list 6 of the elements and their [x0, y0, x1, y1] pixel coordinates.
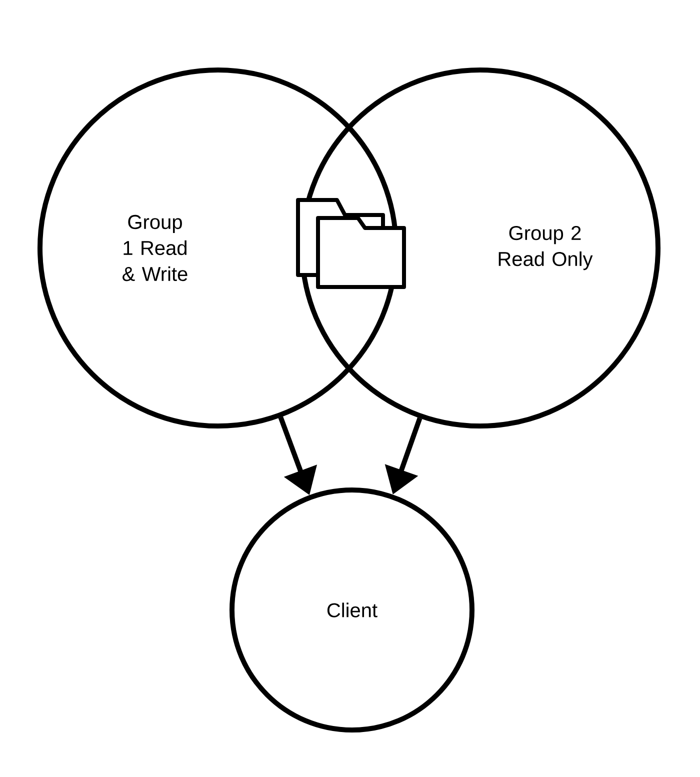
node-label: Group 1 Read & Write [122, 214, 188, 282]
circle [38, 68, 398, 428]
circle [300, 68, 660, 428]
circle [230, 488, 474, 732]
node-label: Group 2 Read Only [498, 226, 593, 270]
node-label: Client [327, 602, 378, 618]
